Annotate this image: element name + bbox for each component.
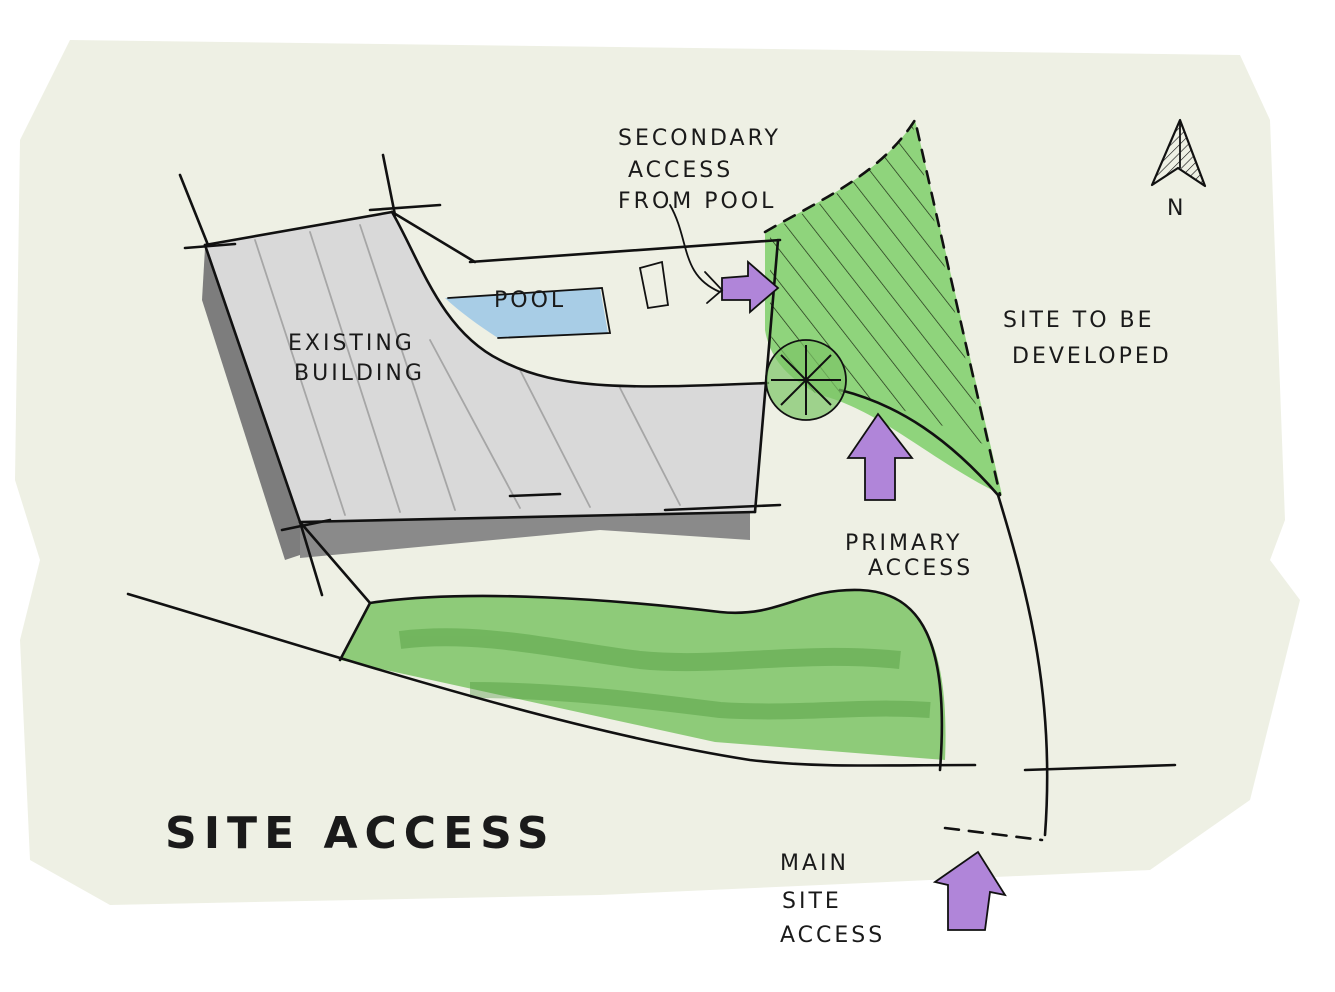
landscape-texture (398, 628, 931, 720)
secondary-access-label-line1: SECONDARY (618, 126, 781, 151)
primary-access-label-line1: PRIMARY (845, 531, 962, 556)
tree-symbol (765, 339, 847, 421)
north-arrow-icon: N (1150, 118, 1207, 221)
secondary-access-label-line2: ACCESS (628, 158, 733, 183)
site-to-be-developed-label-line2: DEVELOPED (1012, 344, 1172, 369)
main-site-access-label-line3: ACCESS (780, 923, 885, 948)
main-site-access-label-line1: MAIN (780, 851, 849, 876)
pool-outline (447, 287, 612, 339)
secondary-access-label-line3: FROM POOL (618, 189, 776, 214)
primary-access-label-line2: ACCESS (868, 556, 973, 581)
building-texture (254, 224, 681, 516)
pool (445, 288, 608, 338)
building-shadow (202, 248, 300, 560)
building-shadow-bottom (300, 512, 750, 558)
existing-building (205, 212, 768, 522)
existing-building-label-line1: EXISTING (288, 331, 415, 356)
north-label: N (1167, 196, 1186, 221)
landscape-green-area (340, 589, 946, 760)
site-to-be-developed-label-line1: SITE TO BE (1003, 308, 1155, 333)
pool-label: POOL (494, 288, 566, 313)
existing-building-label-line2: BUILDING (294, 361, 425, 386)
title: SITE ACCESS (165, 808, 556, 859)
secondary-access-arrow (704, 260, 780, 314)
primary-access-arrow (846, 412, 914, 501)
main-site-access-arrow (932, 850, 1007, 931)
main-site-access-label-line2: SITE (782, 889, 842, 914)
